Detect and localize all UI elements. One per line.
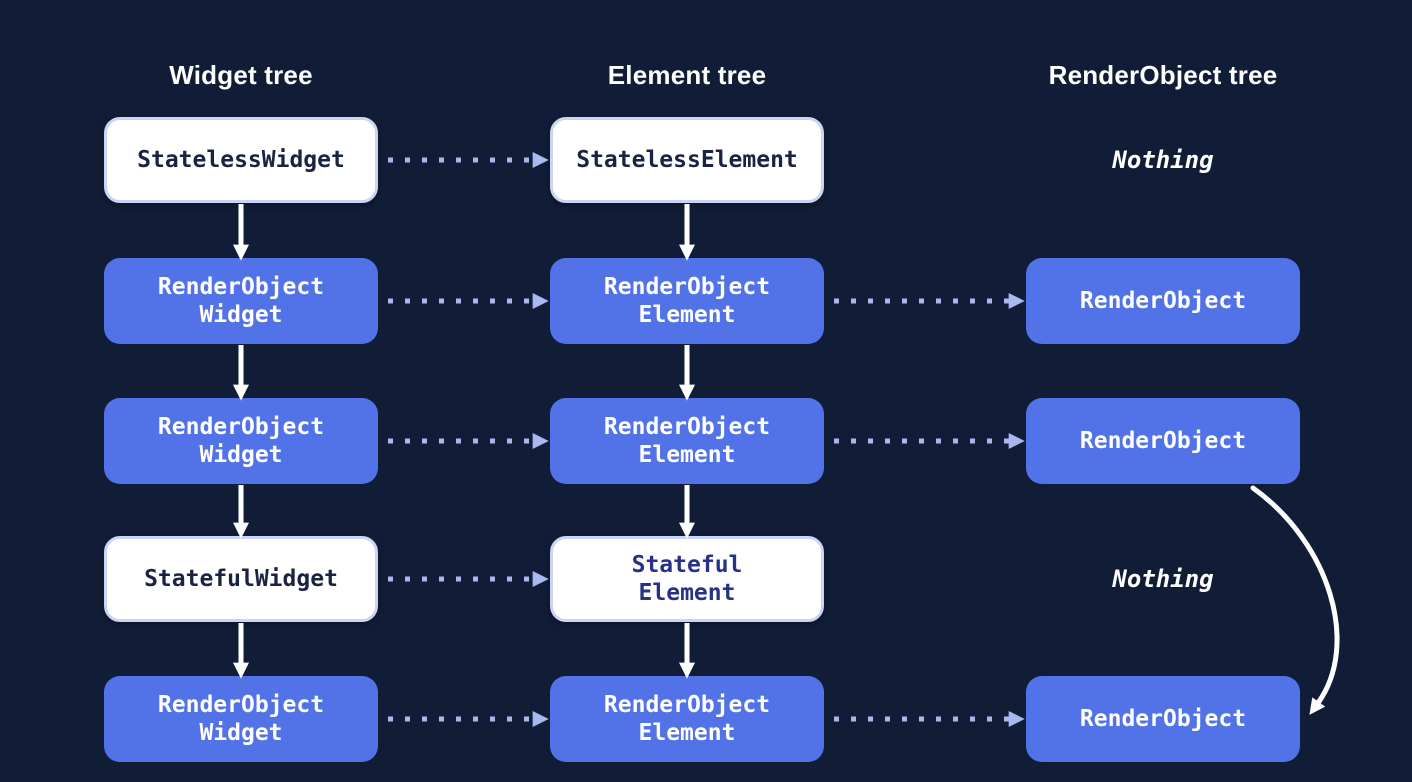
node-stateless-element: StatelessElement [550, 117, 824, 203]
node-renderobject-widget-2: RenderObject Widget [104, 398, 378, 484]
node-renderobject-3: RenderObject [1026, 676, 1300, 762]
column-header-element-tree: Element tree [607, 60, 767, 90]
column-header-widget-tree: Widget tree [169, 60, 313, 90]
node-renderobject-element-1: RenderObject Element [550, 258, 824, 344]
node-renderobject-widget-1: RenderObject Widget [104, 258, 378, 344]
label-nothing-1: Nothing [1112, 146, 1214, 174]
node-stateful-widget: StatefulWidget [104, 536, 378, 622]
label-nothing-2: Nothing [1112, 565, 1214, 593]
column-header-renderobject-tree: RenderObject tree [1048, 60, 1278, 90]
node-renderobject-element-3: RenderObject Element [550, 676, 824, 762]
node-renderobject-2: RenderObject [1026, 398, 1300, 484]
node-renderobject-1: RenderObject [1026, 258, 1300, 344]
node-renderobject-widget-3: RenderObject Widget [104, 676, 378, 762]
node-renderobject-element-2: RenderObject Element [550, 398, 824, 484]
node-stateless-widget: StatelessWidget [104, 117, 378, 203]
node-stateful-element: Stateful Element [550, 536, 824, 622]
